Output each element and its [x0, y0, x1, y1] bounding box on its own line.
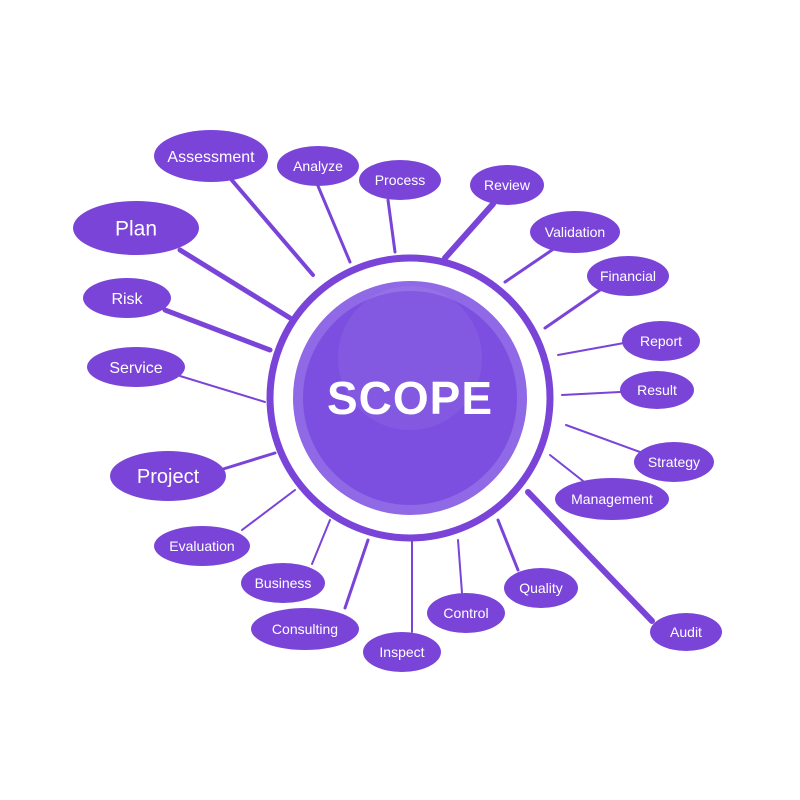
node-label-inspect: Inspect: [379, 644, 424, 660]
node-bubble-report: [622, 321, 700, 361]
node-strategy: Strategy: [634, 442, 714, 482]
connector-review: [442, 201, 496, 261]
connector-financial: [543, 288, 602, 330]
node-review: Review: [470, 165, 544, 205]
node-label-financial: Financial: [600, 268, 656, 284]
node-bubble-plan: [73, 201, 199, 255]
node-label-risk: Risk: [111, 291, 143, 308]
node-bubble-evaluation: [154, 526, 250, 566]
node-audit: Audit: [650, 613, 722, 651]
node-label-quality: Quality: [519, 580, 563, 596]
connector-service: [179, 375, 266, 403]
node-financial: Financial: [587, 256, 669, 296]
connector-business: [311, 519, 331, 565]
node-bubble-inspect: [363, 632, 441, 672]
node-result: Result: [620, 371, 694, 409]
node-label-strategy: Strategy: [648, 454, 700, 470]
node-label-evaluation: Evaluation: [169, 538, 234, 554]
node-label-analyze: Analyze: [293, 158, 343, 174]
connector-management: [549, 454, 584, 482]
node-bubble-review: [470, 165, 544, 205]
node-service: Service: [87, 347, 185, 387]
connector-analyze: [316, 184, 352, 264]
node-management: Management: [555, 478, 669, 520]
node-label-business: Business: [255, 575, 312, 591]
node-bubble-risk: [83, 278, 171, 318]
node-bubble-project: [110, 451, 226, 501]
node-quality: Quality: [504, 568, 578, 608]
connector-project: [218, 451, 277, 472]
node-label-report: Report: [640, 333, 682, 349]
connector-plan: [177, 247, 293, 321]
node-validation: Validation: [530, 211, 620, 253]
node-report: Report: [622, 321, 700, 361]
node-bubble-financial: [587, 256, 669, 296]
node-consulting: Consulting: [251, 608, 359, 650]
node-inspect: Inspect: [363, 632, 441, 672]
node-label-control: Control: [443, 605, 488, 621]
node-bubble-validation: [530, 211, 620, 253]
node-bubble-management: [555, 478, 669, 520]
node-label-assessment: Assessment: [167, 149, 255, 166]
connector-validation: [503, 246, 557, 284]
node-label-audit: Audit: [670, 624, 702, 640]
node-bubble-quality: [504, 568, 578, 608]
node-control: Control: [427, 593, 505, 633]
node-label-process: Process: [375, 172, 426, 188]
node-process: Process: [359, 160, 441, 200]
connector-lines: [162, 176, 655, 633]
node-business: Business: [241, 563, 325, 603]
node-evaluation: Evaluation: [154, 526, 250, 566]
connector-evaluation: [241, 489, 296, 531]
connector-control: [457, 539, 463, 594]
connector-consulting: [343, 538, 370, 610]
node-bubble-service: [87, 347, 185, 387]
connector-risk: [162, 307, 273, 353]
node-label-service: Service: [109, 360, 162, 377]
node-label-project: Project: [137, 466, 200, 488]
node-bubble-business: [241, 563, 325, 603]
node-label-result: Result: [637, 382, 677, 398]
node-bubble-strategy: [634, 442, 714, 482]
node-bubble-control: [427, 593, 505, 633]
node-bubble-assessment: [154, 130, 268, 182]
hub-inner-circle: [293, 281, 527, 515]
node-label-validation: Validation: [545, 224, 605, 240]
node-bubble-analyze: [277, 146, 359, 186]
scope-hub: SCOPE: [266, 254, 554, 542]
hub-highlight: [338, 286, 482, 430]
connector-process: [386, 198, 397, 254]
node-analyze: Analyze: [277, 146, 359, 186]
node-label-consulting: Consulting: [272, 621, 338, 637]
node-bubble-result: [620, 371, 694, 409]
node-label-review: Review: [484, 177, 531, 193]
center-label: SCOPE: [327, 372, 493, 424]
node-risk: Risk: [83, 278, 171, 318]
node-project: Project: [110, 451, 226, 501]
node-bubble-audit: [650, 613, 722, 651]
connector-quality: [496, 518, 520, 572]
connector-audit: [525, 489, 655, 624]
node-assessment: Assessment: [154, 130, 268, 182]
node-label-plan: Plan: [115, 218, 157, 241]
connector-result: [561, 391, 621, 396]
node-label-management: Management: [571, 491, 653, 507]
node-plan: Plan: [73, 201, 199, 255]
connector-assessment: [228, 176, 315, 277]
node-bubble-process: [359, 160, 441, 200]
connector-report: [557, 342, 625, 356]
node-bubble-consulting: [251, 608, 359, 650]
connector-strategy: [565, 424, 641, 453]
